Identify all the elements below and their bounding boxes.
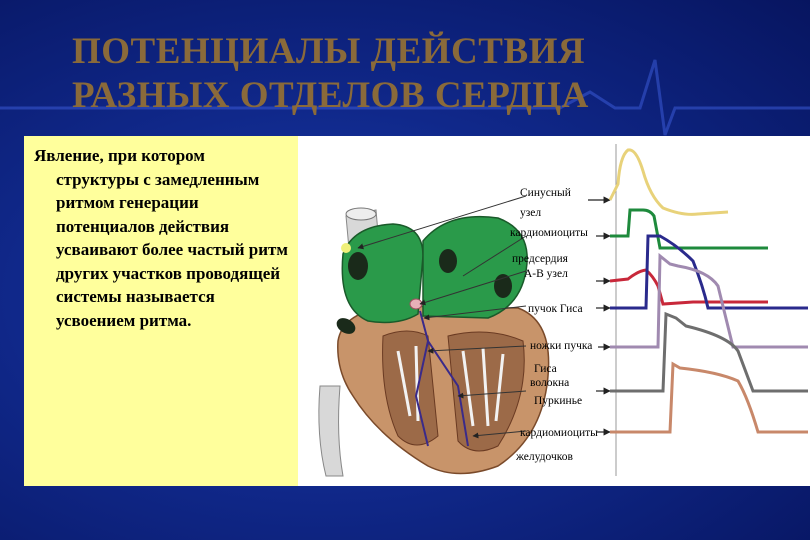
label-sa-node-2: узел <box>520 207 541 219</box>
heart-diagram: Синусный узел кардиомиоциты предсердия А… <box>318 144 808 477</box>
label-atrial-1: кардиомиоциты <box>510 227 588 239</box>
action-potential-traces <box>608 148 808 434</box>
label-ventricular-2: желудочков <box>515 451 574 463</box>
trace-av-node <box>609 268 768 306</box>
label-bundle-branches-1: ножки пучка <box>530 340 592 352</box>
title-line-2: РАЗНЫХ ОТДЕЛОВ СЕРДЦА <box>72 75 589 116</box>
trace-purkinje <box>610 311 808 393</box>
label-his-bundle: пучок Гиса <box>528 303 583 315</box>
label-purkinje-1: волокна <box>530 377 569 389</box>
trace-ventricular <box>610 361 808 434</box>
structure-labels: Синусный узел кардиомиоциты предсердия А… <box>510 187 598 463</box>
heart-action-potentials-figure: Синусный узел кардиомиоциты предсердия А… <box>298 136 810 486</box>
label-ventricular-1: кардиомиоциты <box>520 427 598 439</box>
heart-illustration <box>318 207 550 477</box>
trace-arrows <box>588 196 611 436</box>
definition-text: Явление, при котором структуры с замедле… <box>34 146 288 330</box>
label-atrial-2: предсердия <box>512 253 569 265</box>
label-av-node: А-В узел <box>524 268 568 280</box>
label-sa-node-1: Синусный <box>520 187 571 199</box>
trace-sa-node <box>608 148 729 216</box>
trace-atrial <box>610 208 768 250</box>
slide-title: ПОТЕНЦИАЛЫ ДЕЙСТВИЯ РАЗНЫХ ОТДЕЛОВ СЕРДЦ… <box>72 30 772 118</box>
title-line-1: ПОТЕНЦИАЛЫ ДЕЙСТВИЯ <box>72 31 586 72</box>
trace-bundle-branches <box>610 252 808 349</box>
definition-panel: Явление, при котором структуры с замедле… <box>24 136 298 486</box>
trace-his-bundle <box>610 234 808 310</box>
label-bundle-branches-2: Гиса <box>534 363 557 375</box>
label-purkinje-2: Пуркинье <box>534 395 582 407</box>
leader-arrows <box>357 195 527 439</box>
